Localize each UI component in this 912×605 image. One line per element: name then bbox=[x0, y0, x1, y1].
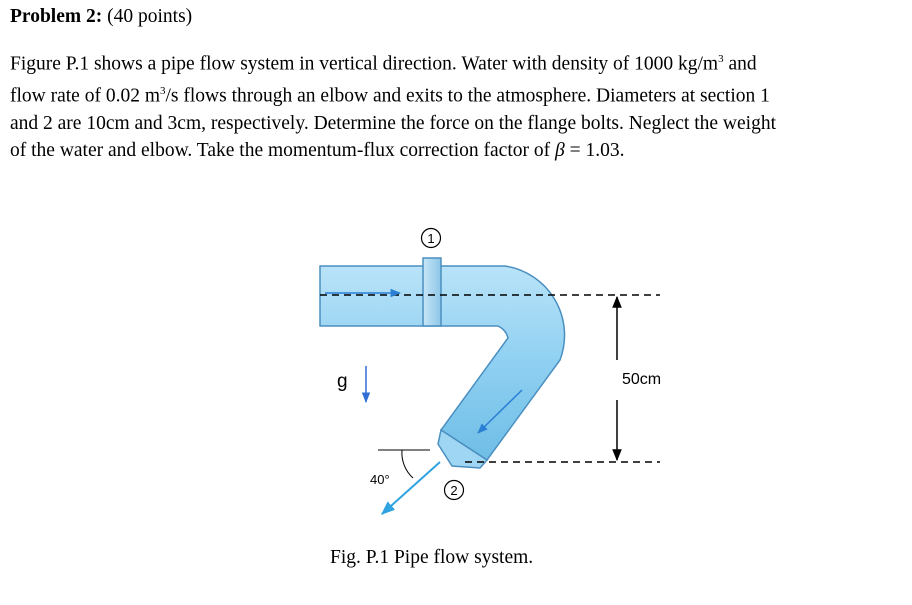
flange bbox=[422, 257, 442, 327]
section-1-label: 1 bbox=[427, 231, 434, 246]
problem-statement: Figure P.1 shows a pipe flow system in v… bbox=[10, 46, 902, 164]
angle-arc bbox=[401, 449, 414, 479]
statement-text: Figure P.1 shows a pipe flow system in v… bbox=[10, 53, 719, 75]
height-label: 50cm bbox=[622, 371, 661, 388]
superscript: 3 bbox=[160, 84, 166, 97]
statement-line-4: of the water and elbow. Take the momentu… bbox=[10, 137, 902, 164]
statement-text: flow rate of 0.02 m bbox=[10, 85, 161, 107]
pipe-elbow bbox=[319, 265, 566, 469]
problem-heading: Problem 2: (40 points) bbox=[10, 6, 192, 28]
exit-jet-arrow bbox=[380, 461, 441, 515]
exit-nozzle bbox=[437, 428, 489, 469]
statement-line-1: Figure P.1 shows a pipe flow system in v… bbox=[10, 46, 902, 78]
gravity-label: g bbox=[337, 371, 348, 392]
statement-text: /s flows through an elbow and exits to t… bbox=[165, 85, 770, 107]
statement-text: of the water and elbow. Take the momentu… bbox=[10, 139, 555, 161]
figure-caption: Fig. P.1 Pipe flow system. bbox=[330, 547, 534, 568]
statement-text: and bbox=[723, 53, 757, 75]
elbow-flow-arrow bbox=[477, 389, 523, 434]
beta-symbol: β bbox=[554, 139, 565, 161]
superscript: 3 bbox=[718, 53, 724, 65]
section-1-marker: 1 bbox=[420, 227, 442, 249]
angle-label: 40° bbox=[370, 472, 390, 487]
problem-points: (40 points) bbox=[107, 6, 193, 27]
statement-text: = 1.03. bbox=[564, 139, 625, 161]
problem-number: Problem 2: bbox=[10, 6, 103, 27]
section-2-marker: 2 bbox=[443, 479, 465, 501]
section-2-label: 2 bbox=[450, 483, 457, 498]
statement-line-3: and 2 are 10cm and 3cm, respectively. De… bbox=[10, 112, 776, 134]
statement-line-2: flow rate of 0.02 m3/s flows through an … bbox=[10, 78, 902, 110]
